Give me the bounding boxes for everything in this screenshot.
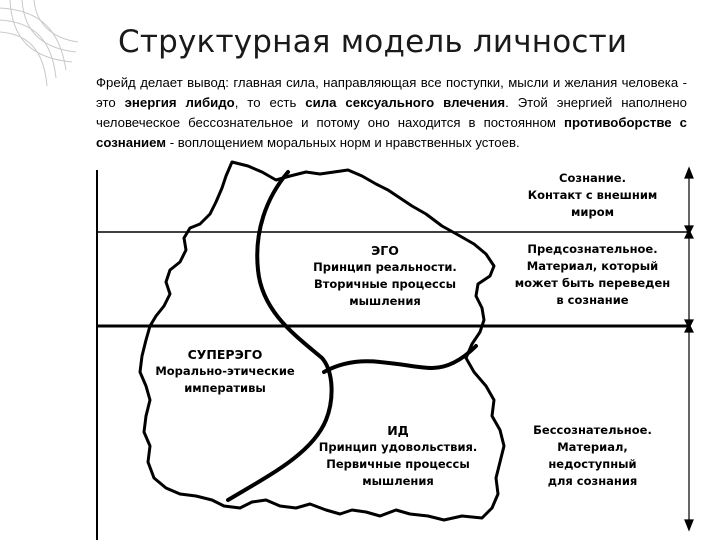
corner-arcs-decoration xyxy=(0,0,79,87)
intro-bold-drive: сила сексуального влечения xyxy=(305,95,506,110)
superego-title: СУПЕРЭГО xyxy=(187,347,263,362)
conscious-line: Контакт с внешним xyxy=(527,188,658,202)
superego-line: императивы xyxy=(184,381,266,395)
slide-title: Структурная модель личности xyxy=(118,24,628,60)
intro-bold-libido: энергия либидо xyxy=(124,95,235,110)
unconscious-line: недоступный xyxy=(548,457,637,471)
id-label: ИД Принцип удовольствия. Первичные проце… xyxy=(298,422,498,490)
ego-id-boundary-curve xyxy=(322,344,478,374)
unconscious-line: для сознания xyxy=(547,474,638,488)
intro-text-3: . Этой энергией наполнено человеческое б… xyxy=(96,95,687,130)
unconscious-line: Материал, xyxy=(557,440,628,454)
intro-text-1: Фрейд делает вывод: главная сила, направ… xyxy=(96,75,687,110)
id-line: мышления xyxy=(362,474,434,488)
id-line: Первичные процессы xyxy=(326,457,470,471)
superego-label: СУПЕРЭГО Морально-этические императивы xyxy=(140,346,310,397)
preconscious-line: в сознание xyxy=(556,293,629,307)
id-line: Принцип удовольствия. xyxy=(318,440,478,454)
ego-label: ЭГО Принцип реальности. Вторичные процес… xyxy=(280,242,490,310)
personality-outline xyxy=(138,160,506,522)
intro-bold-struggle: противоборстве с сознанием xyxy=(96,115,687,150)
preconscious-line: Предсознательное. xyxy=(527,242,658,256)
superego-line: Морально-этические xyxy=(155,364,295,378)
conscious-level-label: Сознание. Контакт с внешним миром xyxy=(505,170,680,221)
preconscious-level-label: Предсознательное. Материал, который може… xyxy=(500,241,685,309)
intro-text-2: , то есть xyxy=(234,95,306,110)
preconscious-line: может быть переведен xyxy=(514,276,671,290)
ego-line: Вторичные процессы xyxy=(313,277,457,291)
conscious-line: Сознание. xyxy=(559,171,626,185)
superego-boundary-curve xyxy=(226,170,334,502)
ego-line: мышления xyxy=(349,294,421,308)
intro-text-4: - воплощением моральных норм и нравствен… xyxy=(166,135,520,150)
ego-title: ЭГО xyxy=(371,243,399,258)
unconscious-line: Бессознательное. xyxy=(533,423,652,437)
id-title: ИД xyxy=(387,423,409,438)
ego-line: Принцип реальности. xyxy=(313,260,457,274)
level-arrows xyxy=(684,166,694,532)
conscious-line: миром xyxy=(571,205,614,219)
preconscious-line: Материал, который xyxy=(526,259,659,273)
intro-paragraph: Фрейд делает вывод: главная сила, направ… xyxy=(96,73,687,153)
unconscious-level-label: Бессознательное. Материал, недоступный д… xyxy=(505,422,680,490)
